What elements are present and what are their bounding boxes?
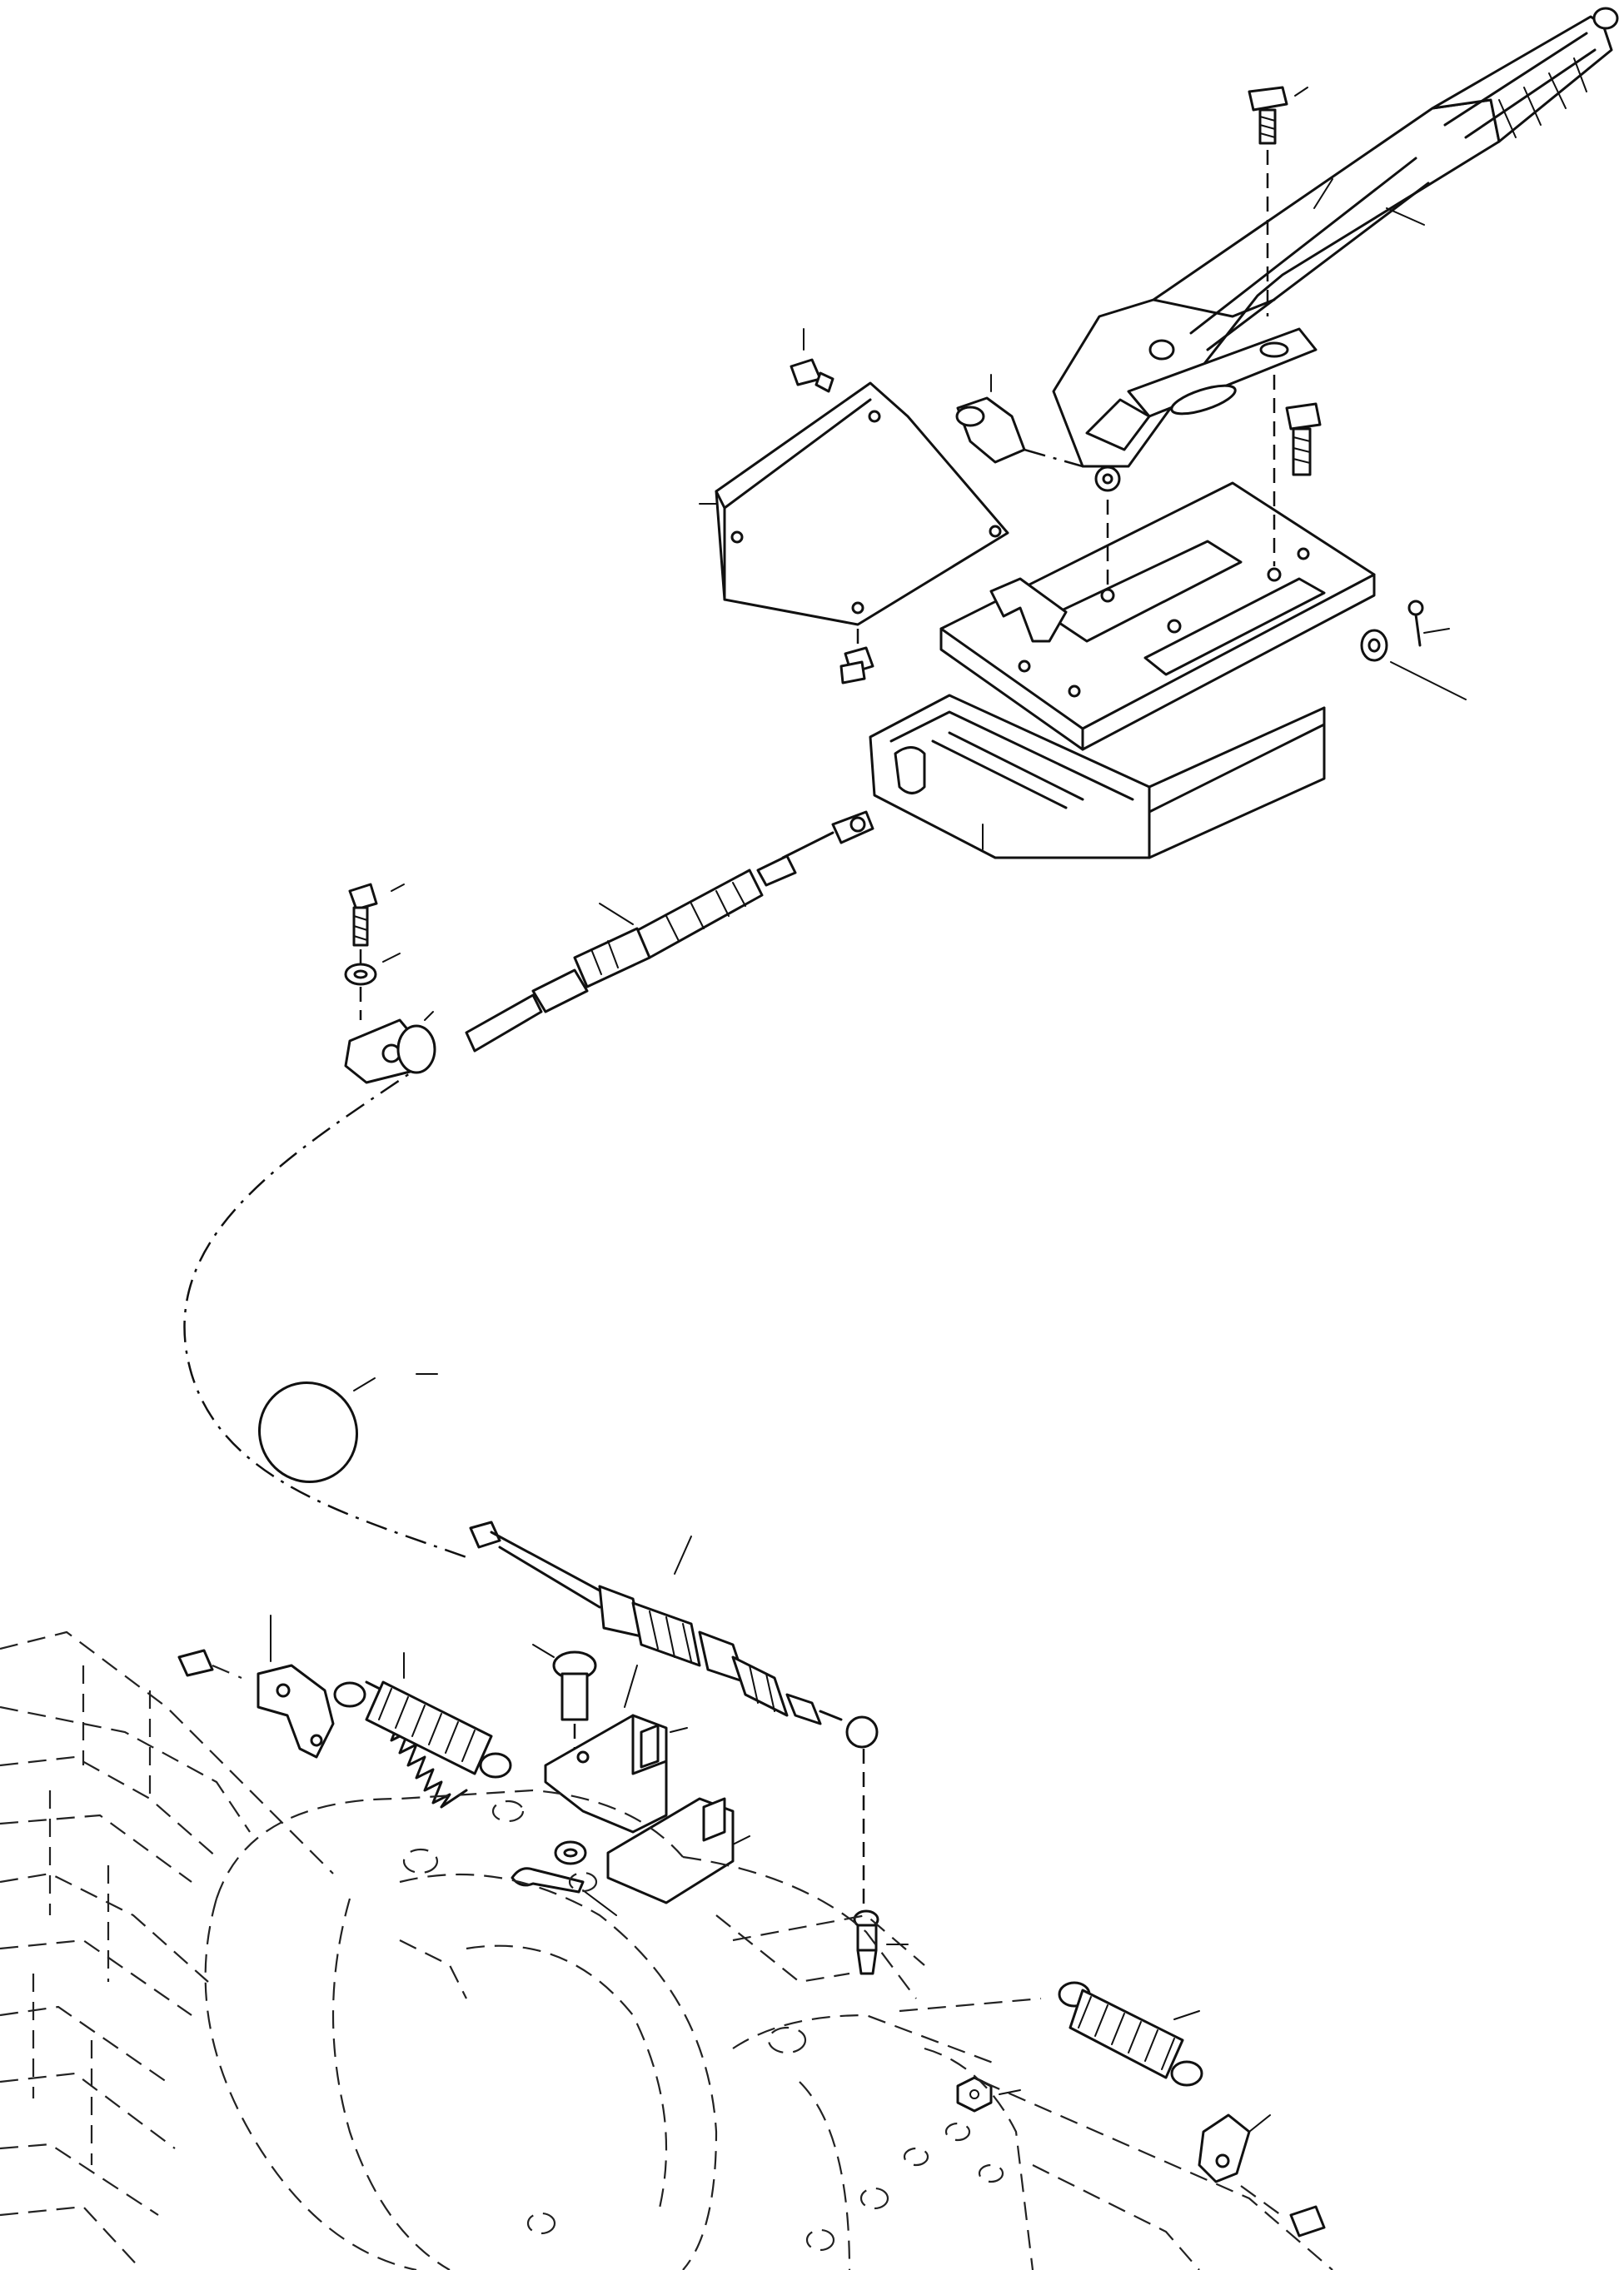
transmission-housing xyxy=(0,1630,1333,2270)
clevis-pin xyxy=(955,374,1083,468)
control-cable xyxy=(183,810,879,1907)
grommet xyxy=(257,1373,438,1484)
return-spring-lower xyxy=(899,1981,1203,2087)
bolt-anchor-right xyxy=(1240,2185,1326,2238)
mounting-plate xyxy=(939,375,1376,751)
cable-bracket xyxy=(544,1665,688,1834)
washer-clamp xyxy=(344,949,401,1020)
clevis-pin-lower xyxy=(532,1644,597,1761)
washer-right xyxy=(1360,629,1467,700)
cable-clamp xyxy=(344,1011,436,1084)
spring-anchor-right xyxy=(1198,2113,1271,2183)
lever-bracket xyxy=(1085,327,1318,492)
nut-lower xyxy=(956,2076,1021,2113)
bolt-right xyxy=(1285,402,1322,476)
cotter-pin-lower xyxy=(511,1867,617,1916)
bolt-clamp xyxy=(348,883,405,947)
spring-anchor-left xyxy=(257,1615,335,1759)
washer-lower xyxy=(554,1840,587,1865)
lever-housing xyxy=(869,694,1326,859)
bolt-cover-bottom xyxy=(839,629,874,684)
return-spring-upper xyxy=(333,1652,512,1809)
bolt-anchor-left xyxy=(177,1649,242,1680)
bolt-cover-top xyxy=(790,328,834,393)
lever-grip xyxy=(1431,7,1619,143)
bolt-top xyxy=(1248,86,1288,316)
leader-lines-top xyxy=(1294,87,1425,226)
cable-bracket-lower xyxy=(606,1797,750,1904)
cotter-pin-right xyxy=(1407,600,1450,647)
bolt-lower-center xyxy=(853,1909,909,1975)
cover-plate xyxy=(699,381,1009,626)
